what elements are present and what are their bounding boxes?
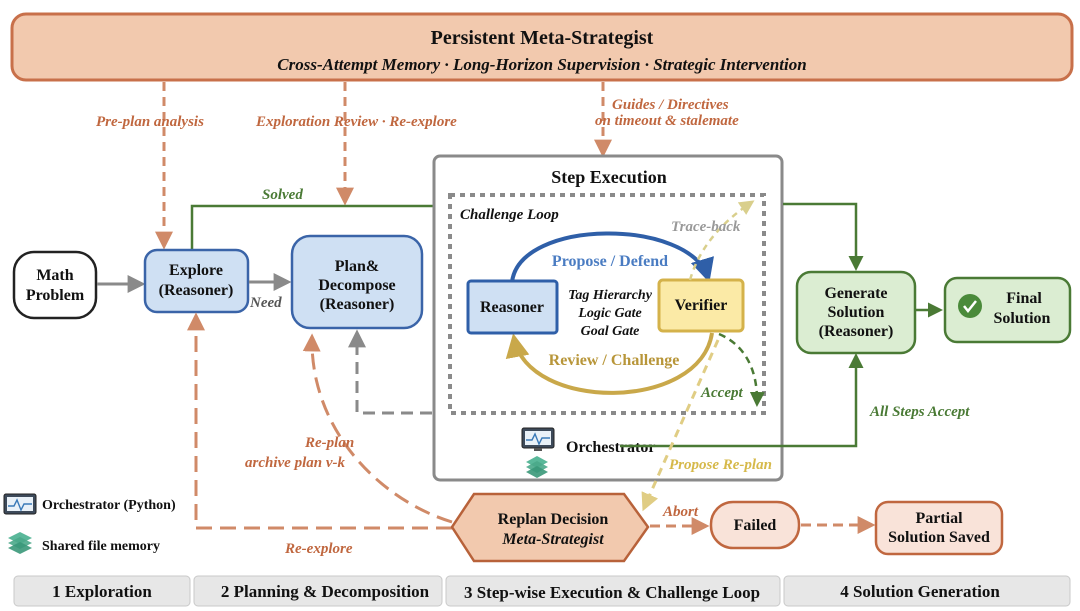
meta-arrows [155,82,612,250]
phase-4-tab [783,575,1071,607]
partial-line2: Solution Saved [888,529,990,546]
replan-decision-node: Replan Decision Meta-Strategist [450,492,650,563]
generate-line2: Solution [828,304,885,321]
final-line1: Final [1006,290,1042,307]
step-execution-title: Step Execution [551,167,667,187]
reasoner-node: Reasoner [466,279,559,335]
generate-line3: (Reasoner) [819,323,894,340]
check-circle-icon [958,294,982,318]
phase-1-label: 1 Exploration [52,582,152,601]
explore-line2: (Reasoner) [159,282,234,299]
guides-label-2: on timeout & stalemate [595,113,739,129]
meta-strategist-box: Persistent Meta-Strategist Cross-Attempt… [10,12,1074,82]
reasoner-label: Reasoner [480,299,544,316]
legend-memory-label: Shared file memory [42,539,160,554]
accept-arrow [718,332,765,407]
partial-solution-node: Partial Solution Saved [874,500,1004,556]
phase-3-tab [445,575,781,607]
review-challenge-label: Review / Challenge [549,352,680,369]
legend-memory-icon [8,532,32,554]
propose-defend-label: Propose / Defend [552,253,668,270]
guides-label-1: Guides / Directives [612,97,729,113]
math-problem-node: Math Problem [12,250,98,320]
meta-strategist-subtitle: Cross-Attempt Memory · Long-Horizon Supe… [277,55,806,74]
step-execution-box: Step Execution [432,154,784,482]
math-problem-line1: Math [36,267,73,284]
meta-strategist-title: Persistent Meta-Strategist [431,27,654,49]
execution-to-plan-arrow [348,329,432,415]
replan-arrow [302,333,453,524]
failed-label: Failed [734,517,777,534]
verifier-node: Verifier [657,278,745,333]
re-explore-arrow [187,312,452,530]
propose-replan-arrow [641,339,720,512]
math-problem-line2: Problem [26,287,85,304]
phase-2-tab [193,575,443,607]
gate-logic: Logic Gate [577,306,641,321]
phase-4-label: 4 Solution Generation [840,582,1000,601]
exploration-review-label: Exploration Review · Re-explore [255,114,457,130]
orchestrator-layers-icon [526,456,548,478]
trace-back-arrow [688,200,755,281]
final-solution-node: Final Solution [943,276,1072,344]
gate-tag-hierarchy: Tag Hierarchy [568,288,653,303]
failed-node: Failed [709,500,801,550]
legend-orchestrator-label: Orchestrator (Python) [42,498,176,513]
generate-solution-node: Generate Solution (Reasoner) [795,270,917,355]
execution-to-generate-arrow [783,202,864,271]
explore-node: Explore (Reasoner) [143,248,250,314]
phase-bar: 1 Exploration 2 Planning & Decomposition… [13,575,1071,607]
challenge-loop-label: Challenge Loop [460,207,559,223]
phase-2-label: 2 Planning & Decomposition [221,582,430,601]
replan-label-2: archive plan v-k [245,455,345,471]
verifier-label: Verifier [675,297,728,314]
legend-orchestrator-icon [3,493,37,515]
solved-label: Solved [262,187,303,203]
orchestrator-label: Orchestrator [566,439,655,456]
review-challenge-arrow [505,332,714,395]
propose-replan-label: Propose Re-plan [669,457,772,473]
phase-3-label: 3 Step-wise Execution & Challenge Loop [464,583,760,602]
gate-goal: Goal Gate [581,324,640,339]
all-steps-accept-label: All Steps Accept [869,404,970,420]
challenge-loop-box [448,193,766,415]
plan-line1: Plan& [335,258,379,275]
generate-line1: Generate [824,285,887,302]
solved-line [190,204,434,250]
partial-line1: Partial [915,510,963,527]
plan-line2: Decompose [318,277,395,294]
replan-decision-line1: Replan Decision [498,511,609,528]
need-label: Need [249,295,282,311]
all-steps-accept-arrow [620,353,864,448]
re-explore-label: Re-explore [284,541,353,557]
pre-plan-label: Pre-plan analysis [96,114,204,130]
replan-label-1: Re-plan [304,435,354,451]
replan-decision-line2: Meta-Strategist [501,531,604,548]
plan-line3: (Reasoner) [320,296,395,313]
phase-1-tab [13,575,191,607]
final-line2: Solution [994,310,1051,327]
plan-decompose-node: Plan& Decompose (Reasoner) [290,234,424,330]
orchestrator-monitor-icon [521,427,555,451]
propose-defend-arrow [510,231,714,283]
abort-label: Abort [662,504,699,520]
explore-line1: Explore [169,262,223,279]
accept-label: Accept [700,385,743,401]
trace-back-label: Trace-back [671,219,741,235]
